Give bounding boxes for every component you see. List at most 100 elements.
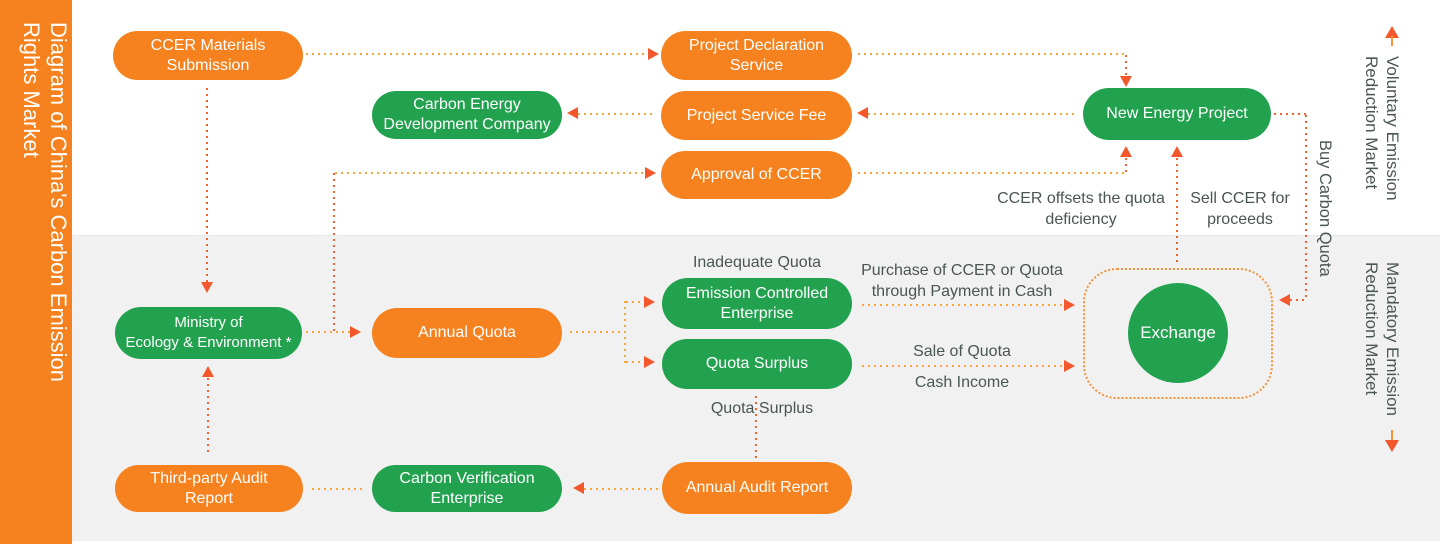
edge-branch-to-quota-surplus: [626, 361, 644, 363]
edge-ministry-to-approval-h: [335, 172, 645, 174]
edge-new-energy-to-exchange-h2: [1290, 299, 1307, 301]
node-label: Annual Audit Report: [685, 479, 829, 496]
label-text: Mandatory Emission: [1383, 262, 1402, 417]
node-label: Exchange: [1140, 323, 1216, 342]
label-voluntary-market: Voluntary Emission Reduction Market: [1361, 56, 1403, 206]
node-label: Ecology & Environment *: [125, 334, 292, 351]
edge-ccer-materials-to-ministry: [206, 88, 208, 282]
node-label: Ministry of: [174, 314, 243, 331]
mandatory-down-arrow-icon: [1385, 440, 1399, 452]
label-text: proceeds: [1207, 211, 1273, 228]
node-label: Project Declaration: [688, 36, 825, 54]
label-sale-of-quota: Sale of Quota: [862, 341, 1062, 362]
arrowhead-up-icon: [1171, 146, 1183, 157]
edge-ccer-materials-to-declaration: [306, 53, 646, 55]
node-annual-quota: Annual Quota: [372, 308, 562, 358]
arrowhead-down-icon: [1120, 76, 1132, 87]
edge-new-energy-to-exchange-h1: [1274, 113, 1307, 115]
arrowhead-right-icon: [648, 48, 659, 60]
arrowhead-left-icon: [567, 107, 578, 119]
node-approval-of-ccer: Approval of CCER: [661, 151, 852, 199]
edge-quota-surplus-to-exchange: [862, 365, 1064, 367]
node-label: Carbon Verification: [399, 469, 535, 487]
label-mandatory-market: Mandatory Emission Reduction Market: [1361, 262, 1403, 422]
node-label: Enterprise: [720, 304, 794, 322]
label-text: Reduction Market: [1362, 262, 1381, 396]
node-label: Carbon Energy: [413, 96, 521, 113]
edge-exchange-to-new-energy: [1176, 158, 1178, 266]
diagram-title-line2: Rights Market: [19, 22, 44, 158]
label-text: Reduction Market: [1362, 56, 1381, 190]
edge-annual-audit-to-verification: [584, 488, 658, 490]
label-ccer-offsets: CCER offsets the quota deficiency: [966, 188, 1196, 230]
node-label: Emission Controlled: [685, 284, 829, 302]
label-purchase-of-ccer: Purchase of CCER or Quota through Paymen…: [837, 260, 1087, 302]
edge-annual-quota-branch-h: [570, 331, 625, 333]
voluntary-up-arrow-stem: [1391, 36, 1393, 46]
edge-declaration-to-new-energy-h: [858, 53, 1126, 55]
label-text: Inadequate Quota: [692, 254, 822, 271]
edge-service-fee-to-carbon-energy: [578, 113, 656, 115]
label-quota-surplus: Quota Surplus: [662, 398, 862, 419]
arrowhead-right-icon: [1064, 360, 1075, 372]
node-exchange: Exchange: [1128, 283, 1228, 383]
label-text: Sale of Quota: [913, 343, 1011, 360]
arrowhead-up-icon: [1120, 146, 1132, 157]
exchange-dotted-frame: [1083, 268, 1273, 399]
sidebar: Diagram of China's Carbon Emission Right…: [0, 0, 72, 544]
label-text: Buy Carbon Quota: [1316, 140, 1334, 277]
label-text: deficiency: [1045, 211, 1117, 228]
node-label: Development Company: [383, 116, 551, 133]
arrowhead-left-icon: [1279, 294, 1290, 306]
label-inadequate-quota: Inadequate Quota: [657, 252, 857, 273]
node-label: Third-party Audit: [150, 469, 268, 487]
label-text: Cash Income: [914, 374, 1010, 391]
edge-ministry-to-approval-v: [333, 173, 335, 331]
edge-declaration-to-new-energy-v: [1125, 55, 1127, 76]
node-label: Quota Surplus: [705, 355, 809, 372]
label-buy-carbon-quota: Buy Carbon Quota: [1314, 140, 1335, 280]
arrowhead-up-icon: [202, 366, 214, 377]
edge-new-energy-to-service-fee: [868, 113, 1078, 115]
node-annual-audit-report: Annual Audit Report: [662, 462, 852, 514]
arrowhead-right-icon: [1064, 299, 1075, 311]
voluntary-up-arrow-icon: [1385, 26, 1399, 38]
node-label: Submission: [166, 56, 250, 74]
node-project-service-fee: Project Service Fee: [661, 91, 852, 140]
edge-verification-to-third-party: [312, 488, 364, 490]
node-label: New Energy Project: [1106, 105, 1248, 122]
node-label: Enterprise: [430, 489, 504, 507]
mandatory-down-arrow-stem: [1391, 430, 1393, 440]
edge-annual-quota-branch-v: [624, 301, 626, 363]
edge-new-energy-to-exchange-v: [1305, 115, 1307, 300]
node-label: Project Service Fee: [686, 106, 827, 124]
node-label: Annual Quota: [418, 324, 516, 341]
node-label: Report: [184, 489, 233, 507]
diagram-title: Diagram of China's Carbon Emission Right…: [18, 22, 72, 442]
node-label: Approval of CCER: [691, 166, 822, 183]
arrowhead-right-icon: [645, 167, 656, 179]
arrowhead-right-icon: [644, 356, 655, 368]
arrowhead-left-icon: [857, 107, 868, 119]
arrowhead-left-icon: [573, 482, 584, 494]
node-quota-surplus: Quota Surplus: [662, 339, 852, 389]
label-cash-income: Cash Income: [862, 372, 1062, 393]
node-label: Service: [729, 56, 784, 74]
label-text: Voluntary Emission: [1383, 56, 1402, 201]
arrowhead-down-icon: [201, 282, 213, 293]
node-label: CCER Materials: [150, 36, 266, 54]
diagram-title-line1: Diagram of China's Carbon Emission: [46, 22, 71, 383]
arrowhead-right-icon: [350, 326, 361, 338]
label-sell-ccer: Sell CCER for proceeds: [1165, 188, 1315, 230]
label-text: through Payment in Cash: [871, 283, 1053, 300]
edge-approval-to-new-energy-h: [858, 172, 1126, 174]
label-text: Purchase of CCER or Quota: [861, 262, 1063, 279]
label-text: Quota Surplus: [710, 400, 814, 417]
edge-third-party-to-ministry: [207, 378, 209, 456]
edge-ece-to-exchange: [862, 304, 1064, 306]
